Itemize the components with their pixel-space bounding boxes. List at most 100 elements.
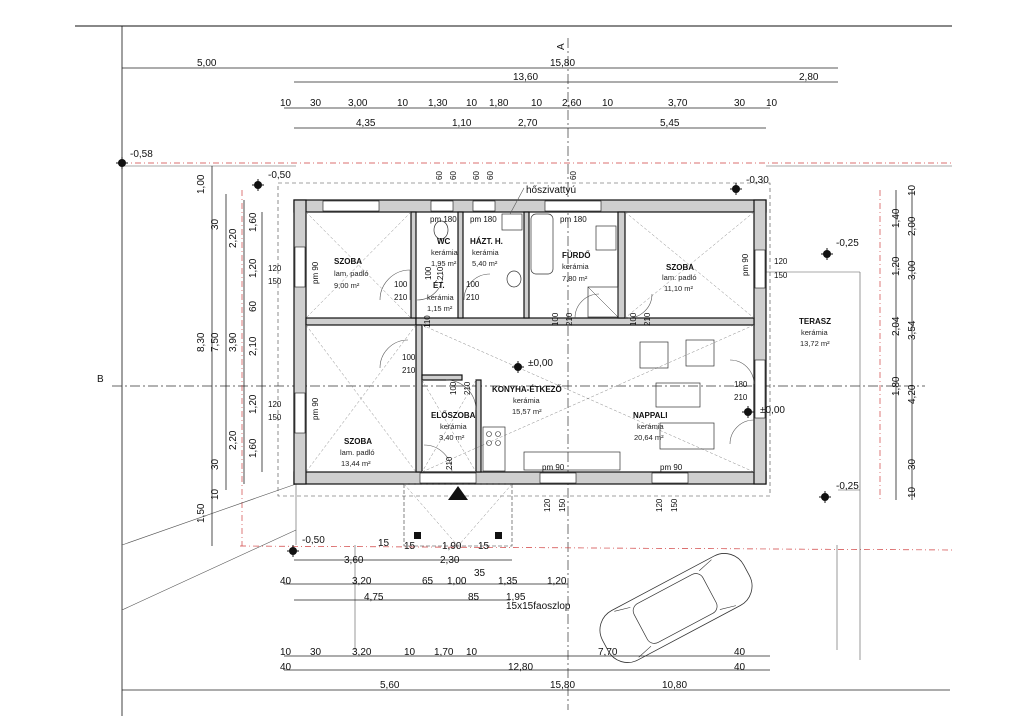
- opening-vertical-mark: 210: [445, 456, 454, 470]
- top-wall-mark: 60: [435, 171, 444, 180]
- top-dim-r4-1: 1,10: [452, 118, 472, 129]
- bottom-dim-r2-2: 65: [422, 576, 434, 587]
- bottom-dim-r4-5: 10: [466, 647, 478, 658]
- top-dim-r3-7: 10: [531, 98, 543, 109]
- bottom-dim-r2-3: 1,00: [447, 576, 467, 587]
- room-floor: kerámia: [440, 422, 468, 431]
- room-area: 7,80 m²: [562, 274, 588, 283]
- opening-label: pm 90: [311, 397, 320, 420]
- left-dim-c4-5: 1,60: [248, 438, 259, 458]
- right-dimension-lines: [895, 190, 913, 500]
- faoszlop-label: 15x15faoszlop: [506, 601, 571, 612]
- room-area: 1,95 m²: [431, 259, 457, 268]
- room-name: SZOBA: [334, 257, 362, 266]
- right-dim-c2-6: 10: [907, 486, 918, 498]
- bottom-dim-r4-1: 30: [310, 647, 322, 658]
- top-dim-r3-6: 1,80: [489, 98, 509, 109]
- opening-vertical-mark: 150: [558, 498, 567, 512]
- right-dim-c1-2: 2,04: [891, 316, 902, 336]
- left-dim-c2-1: 7,50: [210, 332, 221, 352]
- door-size-h: 210: [466, 293, 480, 302]
- room-name: KONYHA-ÉTKEZŐ: [492, 385, 562, 394]
- level-marker-icon: [742, 406, 754, 418]
- shower-tray: [587, 286, 619, 318]
- site-line-1: [121, 483, 297, 546]
- room-diagonals: [305, 211, 755, 473]
- bottom-dim-r0-0: 15: [378, 538, 390, 549]
- opening-vertical-mark: 100: [551, 312, 560, 326]
- door-size-h: 210: [734, 393, 748, 402]
- bottom-dim-r3-2: 1,95: [506, 592, 526, 603]
- door-size-w: 180: [734, 380, 748, 389]
- right-dim-c2-1: 2,00: [907, 216, 918, 236]
- utility-sink: [506, 270, 522, 288]
- washbasin: [595, 225, 617, 251]
- bottom-dim-r4-4: 1,70: [434, 647, 454, 658]
- left-dim-c4-2: 60: [248, 300, 259, 312]
- bottom-dim-r4-6: 7,70: [598, 647, 618, 658]
- level-markers: [116, 157, 833, 557]
- left-dim-c2-0: 30: [210, 218, 221, 230]
- left-dim-c4-3: 2,10: [248, 336, 259, 356]
- kitchen-counter: [482, 426, 506, 472]
- left-dim-c3-2: 2,20: [228, 430, 239, 450]
- level-text: -0,25: [836, 238, 859, 249]
- armchair-1: [639, 341, 669, 369]
- bottom-dim-r1-0: 3,60: [344, 555, 364, 566]
- top-dim-r3-2: 3,00: [348, 98, 368, 109]
- wooden-post-2: [495, 532, 502, 539]
- bottom-dim-r5-2: 40: [734, 662, 746, 673]
- opening-vertical-mark: 210: [436, 266, 445, 280]
- room-area: 1,15 m²: [427, 304, 453, 313]
- room-name: ÉT.: [433, 281, 445, 290]
- room-floor: kerámia: [472, 248, 500, 257]
- door-size-w: 100: [466, 280, 480, 289]
- inner-wall-h3: [421, 374, 463, 381]
- property-line-bottom: [239, 545, 953, 551]
- top-dim-r3-5: 10: [466, 98, 478, 109]
- opening-vertical-mark: 110: [423, 315, 432, 328]
- opening-vertical-mark: 100: [629, 312, 638, 326]
- fixtures: [433, 213, 715, 472]
- left-dim-c1-2: 1,50: [196, 503, 207, 523]
- room-floor: kerámia: [513, 396, 541, 405]
- opening-label: pm 180: [470, 215, 497, 224]
- opening-label: pm 90: [311, 261, 320, 284]
- top-dim-r2-0: 13,60: [513, 72, 538, 83]
- level-text: -0,30: [746, 175, 769, 186]
- opening-label: pm 90: [741, 253, 750, 276]
- room-floor: lam. padló: [662, 273, 697, 282]
- opening-bottom-1: [419, 472, 477, 484]
- outer-wall-bottom: [293, 471, 767, 485]
- heat-pump-leader: [509, 187, 525, 215]
- door-size-h: 210: [402, 366, 416, 375]
- room-name: TERASZ: [799, 317, 831, 326]
- opening-right-1: [754, 249, 766, 289]
- door-size-h: 210: [463, 381, 472, 395]
- inner-wall-v4: [617, 211, 626, 319]
- coffee-table: [655, 382, 701, 408]
- window-size-h: 150: [268, 277, 282, 286]
- entrance-porch: [403, 483, 513, 547]
- axis-a-label: A: [556, 43, 567, 50]
- bottom-dim-r5-1: 12,80: [508, 662, 533, 673]
- left-dim-c1-1: 8,30: [196, 332, 207, 352]
- bottom-dim-r2-4: 1,35: [498, 576, 518, 587]
- top-dim-r1-0: 5,00: [197, 58, 217, 69]
- car-outline: [599, 553, 753, 663]
- bottom-dim-r3-1: 85: [468, 592, 480, 603]
- room-name: ELŐSZOBA: [431, 411, 476, 420]
- bottom-dim-r4-7: 40: [734, 647, 746, 658]
- level-text: -0,50: [268, 170, 291, 181]
- heat-pump-label: hőszivattyú: [526, 185, 576, 196]
- opening-right-2: [754, 359, 766, 419]
- entrance-arrow: [448, 486, 468, 500]
- bottom-dim-r4-3: 10: [404, 647, 416, 658]
- window-size-w: 120: [268, 264, 282, 273]
- armchair-2: [685, 339, 715, 367]
- right-dim-c1-0: 1,40: [891, 208, 902, 228]
- room-area: 20,64 m²: [634, 433, 664, 442]
- level-text: -0,50: [302, 535, 325, 546]
- site-line-2: [121, 529, 297, 611]
